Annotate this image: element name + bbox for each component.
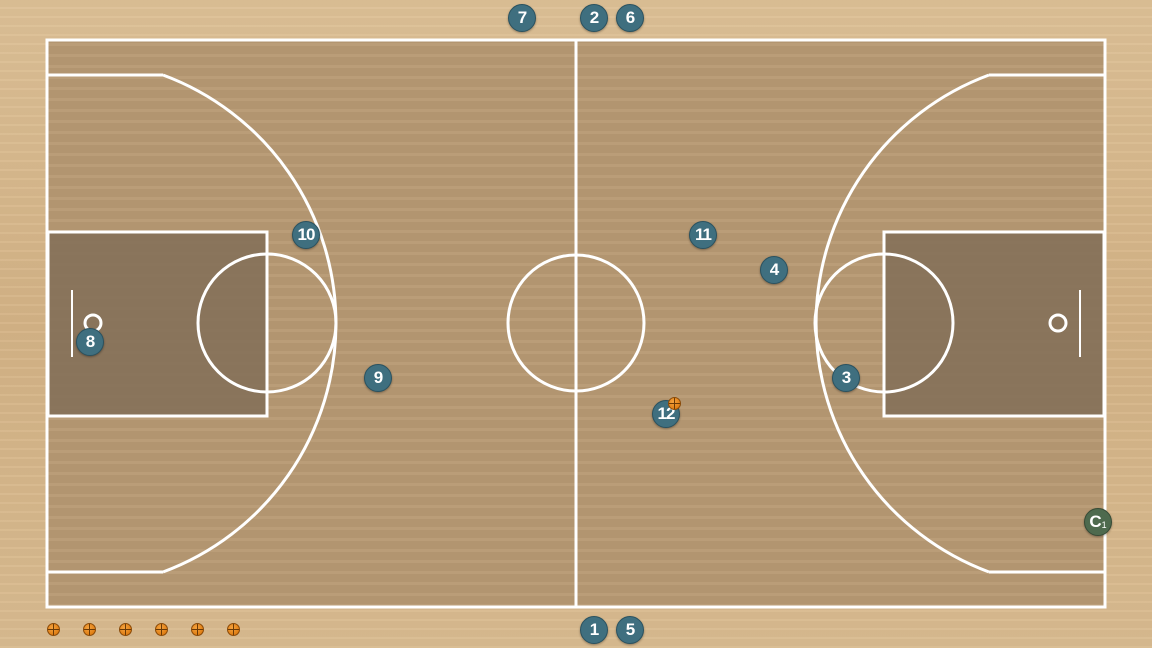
rack-basketball-icon[interactable] <box>227 623 240 636</box>
player-7[interactable]: 7 <box>508 4 536 32</box>
rack-basketball-icon[interactable] <box>191 623 204 636</box>
right-key-outline <box>882 230 1106 418</box>
player-5-label: 5 <box>625 620 636 639</box>
coach-subscript: 1 <box>1101 520 1107 530</box>
right-rim <box>1048 313 1068 333</box>
coach-label: C <box>1089 512 1102 531</box>
player-9[interactable]: 9 <box>364 364 392 392</box>
player-2[interactable]: 2 <box>580 4 608 32</box>
player-2-label: 2 <box>589 8 600 27</box>
player-6[interactable]: 6 <box>616 4 644 32</box>
rack-basketball-icon[interactable] <box>155 623 168 636</box>
player-8-label: 8 <box>85 332 96 351</box>
player-4[interactable]: 4 <box>760 256 788 284</box>
right-key-paint <box>884 232 1104 416</box>
player-11[interactable]: 11 <box>689 221 717 249</box>
player-3[interactable]: 3 <box>832 364 860 392</box>
player-1[interactable]: 1 <box>580 616 608 644</box>
player-11-label: 11 <box>695 225 712 244</box>
center-circle <box>506 253 646 393</box>
player-8[interactable]: 8 <box>76 328 104 356</box>
player-10[interactable]: 10 <box>292 221 320 249</box>
left-three-point-arc <box>162 73 338 574</box>
player-10-label: 10 <box>297 225 316 244</box>
right-three-point-arc <box>814 73 990 574</box>
basketball-icon[interactable] <box>668 397 681 410</box>
player-1-label: 1 <box>589 620 600 639</box>
rack-basketball-icon[interactable] <box>83 623 96 636</box>
player-9-label: 9 <box>373 368 384 387</box>
left-key-paint <box>48 232 267 416</box>
rack-basketball-icon[interactable] <box>47 623 60 636</box>
player-4-label: 4 <box>769 260 780 279</box>
player-6-label: 6 <box>625 8 636 27</box>
player-7-label: 7 <box>517 8 528 27</box>
player-3-label: 3 <box>841 368 852 387</box>
left-key-outline <box>46 230 269 418</box>
player-5[interactable]: 5 <box>616 616 644 644</box>
rack-basketball-icon[interactable] <box>119 623 132 636</box>
